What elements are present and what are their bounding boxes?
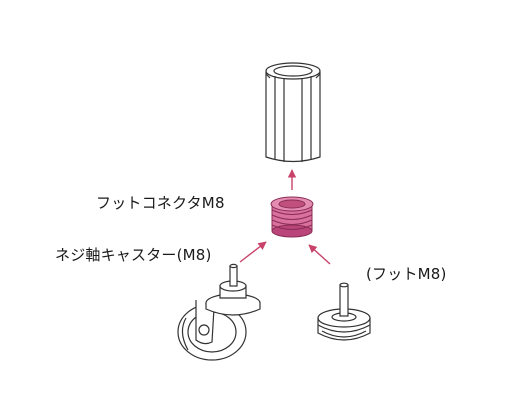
foot-connector-part	[270, 196, 314, 238]
foot-connector-label: フットコネクタM8	[96, 194, 225, 212]
assembly-arrows	[239, 169, 331, 265]
screw-caster-part	[177, 263, 261, 361]
arrow-from-caster	[239, 241, 267, 263]
foot-label: (フットM8)	[366, 265, 447, 283]
arrow-from-foot	[308, 244, 331, 265]
screw-caster-label: ネジ軸キャスター(M8)	[55, 246, 212, 264]
pipe-part	[265, 62, 321, 163]
foot-part	[317, 282, 371, 341]
